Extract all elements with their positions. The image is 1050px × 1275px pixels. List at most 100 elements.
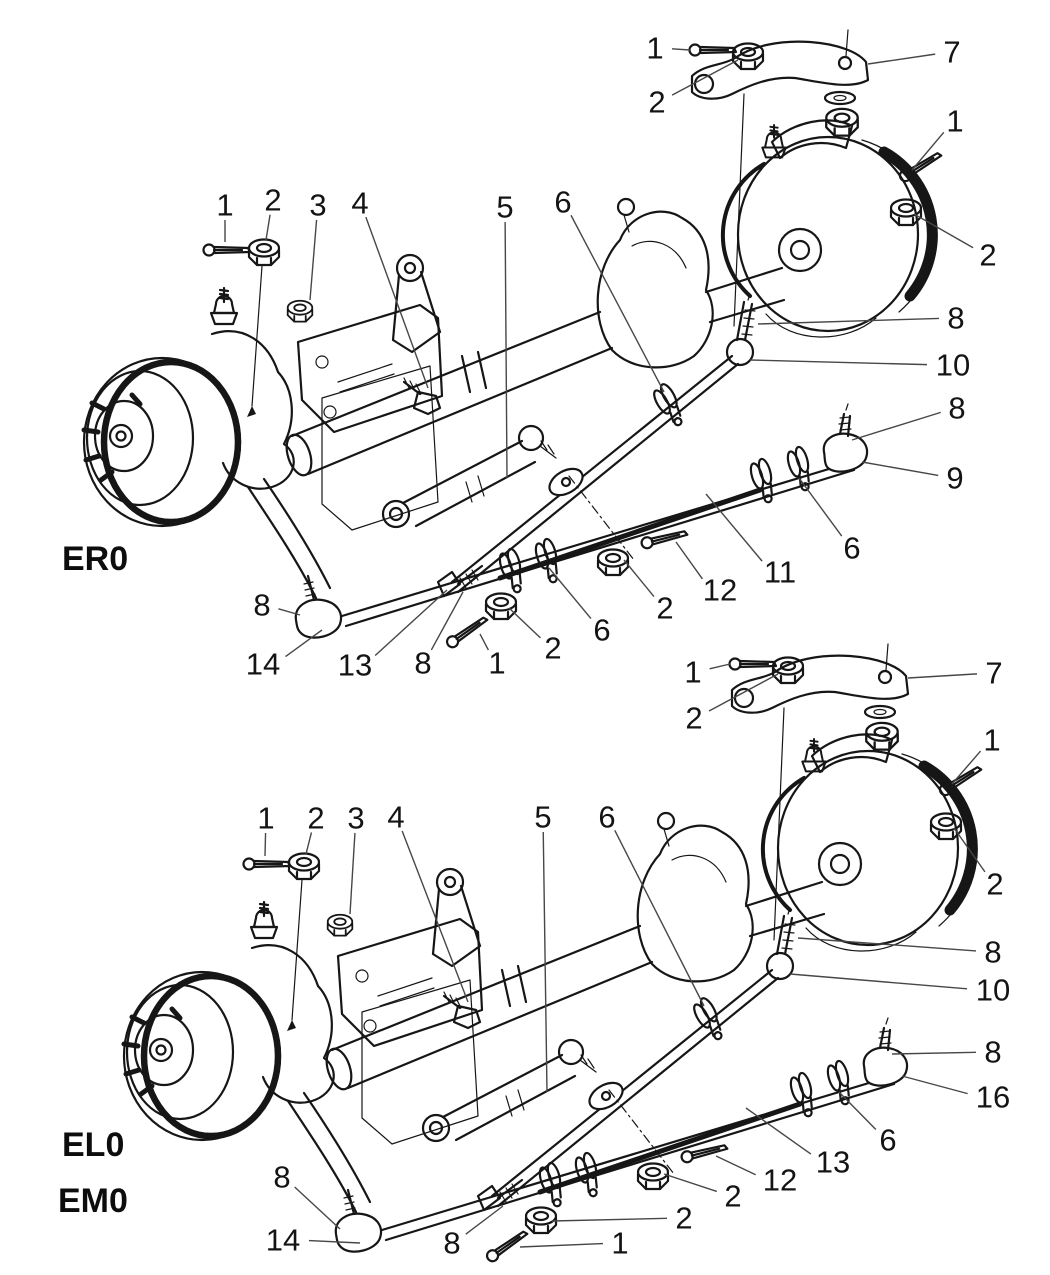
leader-line (913, 213, 974, 249)
callout-4: 4 (351, 186, 368, 221)
callout-8: 8 (443, 1226, 460, 1261)
leader-line (861, 461, 939, 477)
callout-2: 2 (648, 85, 665, 120)
callout-2: 2 (724, 1179, 741, 1214)
callout-6: 6 (843, 531, 860, 566)
callout-6: 6 (598, 800, 615, 835)
leader-line (614, 830, 705, 1007)
leader-line (265, 214, 271, 241)
callout-1: 1 (946, 104, 963, 139)
leader-line (508, 607, 541, 639)
callout-10: 10 (936, 348, 970, 383)
leader-line (430, 591, 464, 651)
leader-line (901, 1075, 968, 1095)
leader-line (570, 214, 665, 393)
leader-line (548, 567, 592, 620)
leader-line (675, 541, 704, 580)
callout-2: 2 (307, 801, 324, 836)
callout-3: 3 (309, 188, 326, 223)
leader-line (757, 317, 940, 325)
leader-line (745, 1107, 812, 1155)
section-label-em0: EM0 (58, 1182, 128, 1220)
leader-line (749, 359, 928, 366)
leader-line (851, 411, 941, 441)
leader-line (285, 629, 323, 658)
callout-12: 12 (703, 573, 737, 608)
callout-2: 2 (656, 591, 673, 626)
callout-1: 1 (611, 1226, 628, 1261)
leader-line (278, 608, 301, 616)
leader-line (705, 493, 763, 562)
leader-line (867, 53, 936, 65)
callout-12: 12 (763, 1163, 797, 1198)
callout-8: 8 (253, 588, 270, 623)
leader-line (465, 1205, 504, 1235)
callout-6: 6 (879, 1123, 896, 1158)
section-label-el0: EL0 (62, 1126, 124, 1164)
callout-1: 1 (488, 646, 505, 681)
leader-line (911, 131, 945, 171)
leader-line (374, 589, 448, 657)
leader-line (951, 750, 982, 785)
callout-2: 2 (986, 867, 1003, 902)
callout-2: 2 (675, 1201, 692, 1236)
leader-line (264, 832, 267, 857)
callout-3: 3 (347, 801, 364, 836)
callout-1: 1 (646, 31, 663, 66)
callout-8: 8 (414, 646, 431, 681)
leader-line (542, 831, 548, 1093)
leader-line (709, 663, 731, 670)
callout-16: 16 (976, 1080, 1010, 1115)
callout-1: 1 (257, 801, 274, 836)
callout-13: 13 (816, 1145, 850, 1180)
callout-9: 9 (946, 461, 963, 496)
callout-14: 14 (266, 1223, 300, 1258)
leader-line (891, 1051, 977, 1055)
leader-line (294, 1186, 341, 1230)
callout-8: 8 (947, 301, 964, 336)
leader-line (671, 48, 691, 51)
leader-line (953, 827, 986, 873)
leader-line (519, 1242, 604, 1248)
leader-line (305, 832, 313, 855)
callout-8: 8 (984, 1035, 1001, 1070)
callout-6: 6 (593, 613, 610, 648)
callout-8: 8 (948, 391, 965, 426)
leader-line (401, 830, 469, 1003)
callout-1: 1 (983, 723, 1000, 758)
leader-line (838, 1091, 877, 1130)
callout-11: 11 (764, 555, 796, 590)
callout-5: 5 (534, 800, 551, 835)
callout-2: 2 (264, 183, 281, 218)
leader-line (708, 673, 779, 712)
callout-10: 10 (976, 973, 1010, 1008)
leader-line (623, 559, 655, 598)
leader-line (715, 1155, 756, 1176)
callout-5: 5 (496, 190, 513, 225)
callout-13: 13 (338, 648, 372, 683)
callout-4: 4 (387, 800, 404, 835)
leader-line (479, 633, 490, 651)
leader-line (798, 477, 843, 537)
callout-7: 7 (985, 656, 1002, 691)
callout-1: 1 (684, 655, 701, 690)
callout-2: 2 (685, 701, 702, 736)
callout-2: 2 (544, 631, 561, 666)
leader-line (671, 59, 739, 96)
leader-line (789, 973, 968, 990)
callout-2: 2 (979, 238, 996, 273)
leader-line (349, 832, 356, 915)
callout-8: 8 (273, 1160, 290, 1195)
leader-line (309, 219, 318, 301)
leader-line (551, 1217, 668, 1222)
callout-1: 1 (216, 188, 233, 223)
callout-8: 8 (984, 935, 1001, 970)
leader-line (365, 216, 429, 389)
callout-14: 14 (246, 647, 280, 682)
callout-6: 6 (554, 185, 571, 220)
leader-line (663, 1173, 718, 1193)
section-label-er0: ER0 (62, 540, 128, 578)
